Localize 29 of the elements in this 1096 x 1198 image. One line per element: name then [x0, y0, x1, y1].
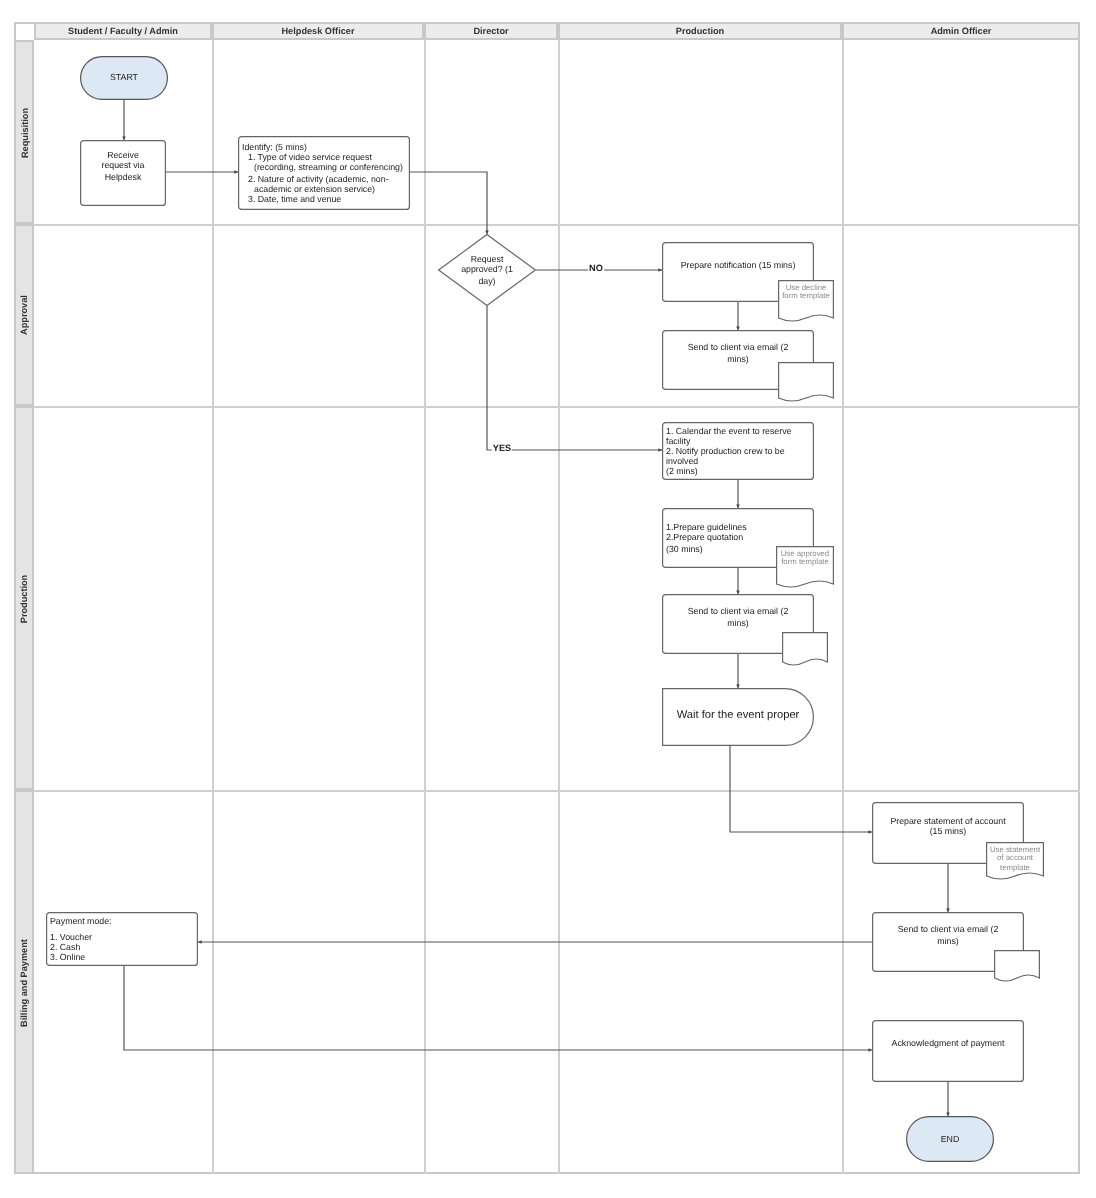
terminal-shape — [80, 56, 168, 100]
process-box — [80, 140, 166, 206]
document-shape — [778, 362, 834, 404]
connector-arrow — [729, 745, 873, 834]
connector-arrow — [123, 965, 873, 1052]
process-box — [238, 136, 410, 210]
document-shape — [994, 950, 1040, 984]
process-box — [872, 1020, 1024, 1082]
connector-arrow — [736, 301, 740, 331]
connector-arrow — [165, 170, 239, 174]
connector-arrow — [122, 99, 126, 141]
connector-arrow — [736, 653, 740, 689]
delay-shape — [662, 688, 814, 746]
connector-arrow — [736, 567, 740, 595]
terminal-shape — [906, 1116, 994, 1162]
process-box — [662, 422, 814, 480]
decision-diamond — [438, 234, 536, 306]
document-shape — [986, 842, 1044, 882]
document-shape — [778, 280, 834, 324]
connector-arrow — [736, 479, 740, 509]
document-shape — [782, 632, 828, 668]
connector-arrow — [409, 171, 489, 235]
connector-arrow — [197, 940, 873, 944]
connector-arrow — [946, 1081, 950, 1117]
document-shape — [776, 546, 834, 590]
connector-arrow — [535, 268, 663, 272]
connector-arrow — [486, 305, 663, 452]
connector-arrow — [946, 863, 950, 913]
process-box — [46, 912, 198, 966]
